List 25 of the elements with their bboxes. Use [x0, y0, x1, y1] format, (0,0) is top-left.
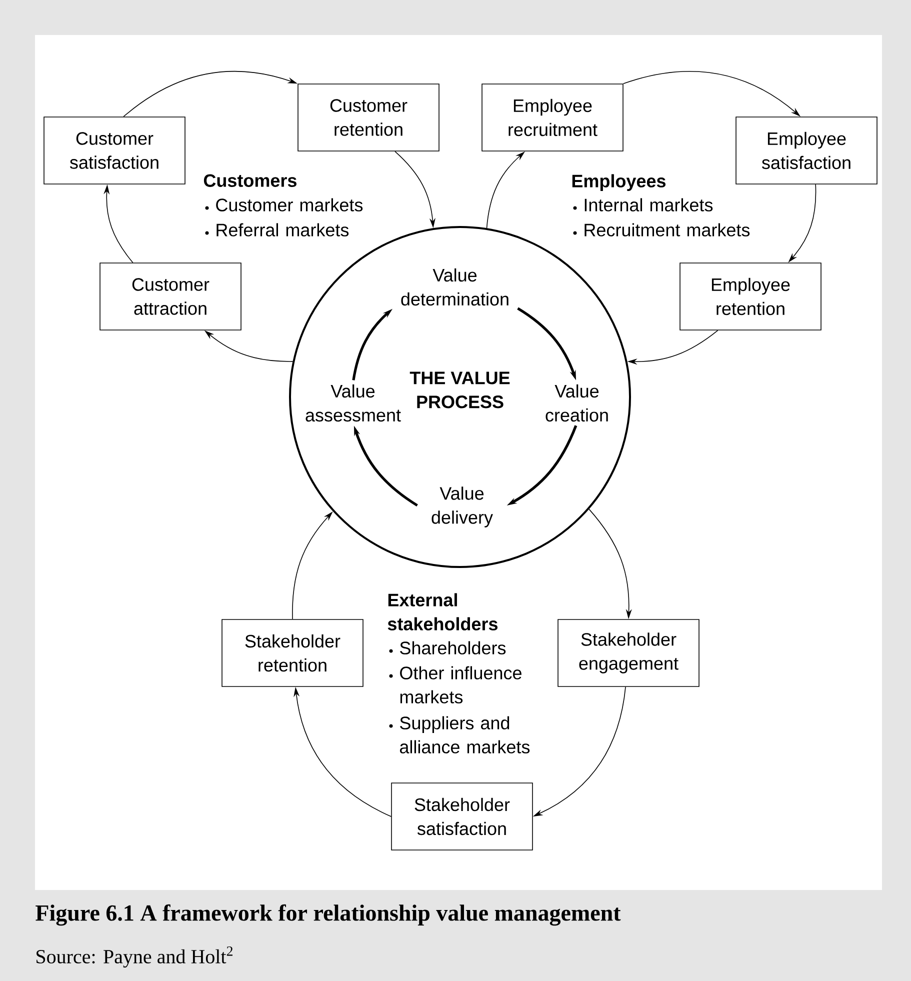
- group-heading: Customers: [204, 174, 296, 187]
- stage-box: Stakeholder engagement: [558, 619, 700, 687]
- group-heading: Employees: [572, 174, 666, 191]
- bullet-item: Shareholders: [389, 641, 506, 654]
- stage-box: Stakeholder retention: [222, 619, 364, 687]
- bullet-item: Recruitment markets: [573, 223, 750, 236]
- bullet-item: Referral markets: [205, 223, 349, 236]
- figure-caption: Figure 6.1 A framework for relationship value management: [36, 904, 621, 926]
- step-label: Value determination: [401, 268, 508, 306]
- stage-box: Employee recruitment: [482, 84, 624, 152]
- stage-box: Employee satisfaction: [736, 116, 878, 184]
- stage-box: Employee retention: [680, 262, 822, 330]
- stage-box: Customer satisfaction: [44, 116, 186, 184]
- step-label: Value creation: [546, 384, 608, 422]
- group-heading: External stakeholders: [388, 593, 498, 630]
- bullet-item: Customer markets: [205, 198, 363, 212]
- bullet-item: Suppliers and alliance markets: [389, 716, 530, 754]
- stage-box: Customer retention: [298, 84, 440, 152]
- stage-box: Stakeholder satisfaction: [391, 782, 533, 850]
- bullet-item: Internal markets: [573, 198, 713, 212]
- source-note: Source: Payne and Holt$^{2}$: [36, 946, 232, 968]
- bullet-item: Other influence markets: [389, 666, 522, 704]
- stage-box: Customer attraction: [100, 262, 242, 330]
- step-label: Value assessment: [306, 384, 401, 422]
- step-label: Value delivery: [432, 486, 493, 528]
